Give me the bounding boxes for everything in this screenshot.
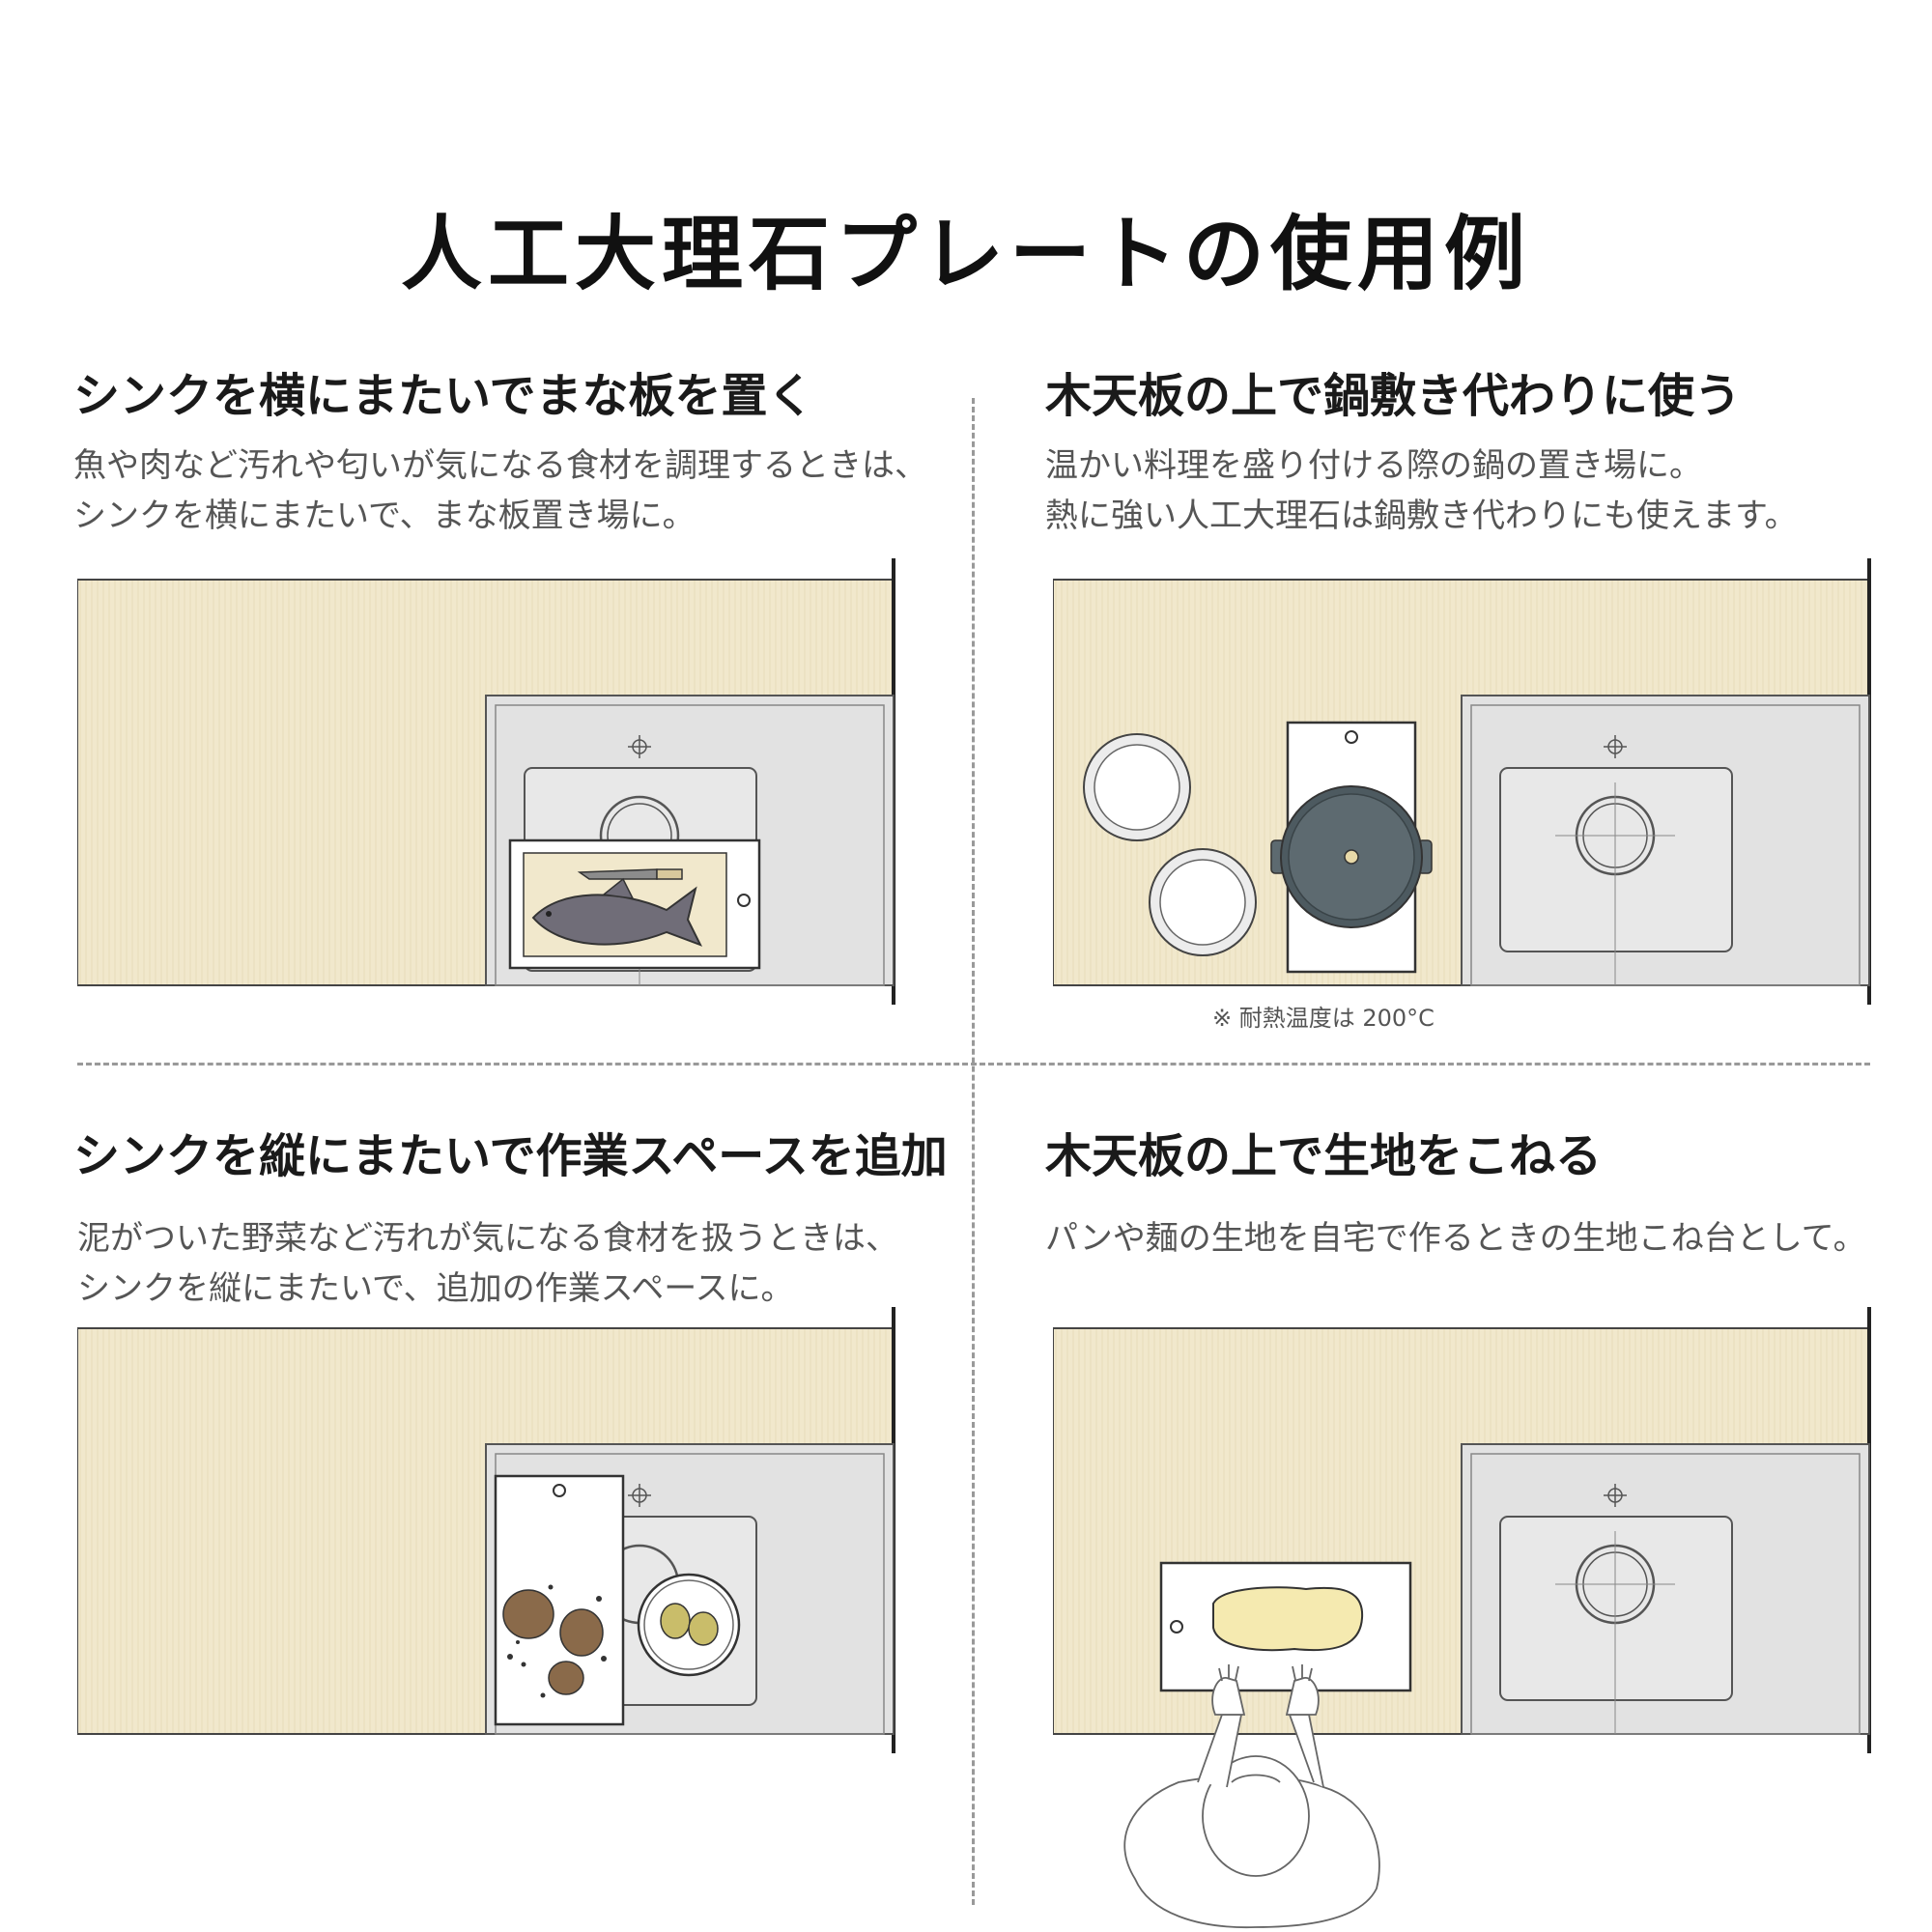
scene-pot-on-wood	[1053, 558, 1871, 1005]
vertical-divider	[972, 398, 975, 1905]
panel-3-heading: シンクを縦にまたいで作業スペースを追加	[73, 1129, 948, 1183]
panel-3-desc-line-2: シンクを縦にまたいで、追加の作業スペースに。	[77, 1269, 794, 1308]
faucet-crosshair-icon	[1604, 735, 1627, 758]
panel-1-desc-line-2: シンクを横にまたいで、まな板置き場に。	[73, 497, 696, 535]
panel-3-desc: 泥がついた野菜など汚れが気になる食材を扱うときは、 シンクを縦にまたいで、追加の…	[77, 1213, 898, 1314]
panel-1-desc-line-1: 魚や肉など汚れや匂いが気になる食材を調理するときは、	[73, 446, 927, 485]
person-kneading-icon	[1123, 1664, 1380, 1929]
panel-3-desc-line-1: 泥がついた野菜など汚れが気になる食材を扱うときは、	[77, 1219, 898, 1258]
horizontal-divider	[77, 1063, 1870, 1065]
heat-resistance-note: ※ 耐熱温度は 200°C	[1212, 1005, 1435, 1032]
panel-4-heading: 木天板の上で生地をこねる	[1045, 1129, 1603, 1183]
panel-2-heading: 木天板の上で鍋敷き代わりに使う	[1045, 369, 1742, 423]
panel-2-desc-line-2: 熱に強い人工大理石は鍋敷き代わりにも使えます。	[1045, 497, 1798, 535]
panel-2-desc: 温かい料理を盛り付ける際の鍋の置き場に。 熱に強い人工大理石は鍋敷き代わりにも使…	[1045, 440, 1798, 541]
faucet-crosshair-icon	[628, 735, 651, 758]
dough-icon	[1212, 1586, 1364, 1652]
sink	[1461, 1443, 1870, 1735]
fish-icon	[531, 877, 703, 947]
sink	[1461, 695, 1870, 986]
scene-kneading-dough	[1053, 1307, 1871, 1929]
plate-icon	[1083, 733, 1191, 841]
plate-icon	[1149, 848, 1257, 956]
panel-1-heading: シンクを横にまたいでまな板を置く	[73, 369, 814, 423]
panel-4-desc: パンや麺の生地を自宅で作るときの生地こね台として。	[1045, 1213, 1866, 1264]
panel-1-desc: 魚や肉など汚れや匂いが気になる食材を調理するときは、 シンクを横にまたいで、まな…	[73, 440, 927, 541]
pot-icon	[1270, 785, 1433, 928]
panel-4-desc-line-1: パンや麺の生地を自宅で作るときの生地こね台として。	[1045, 1219, 1866, 1258]
bowl-icon	[637, 1573, 741, 1677]
potato-icon	[502, 1584, 607, 1698]
scene-vertical-work-space	[77, 1307, 895, 1753]
scene-horizontal-cutting-board	[77, 558, 895, 1005]
faucet-crosshair-icon	[628, 1484, 651, 1507]
page-title: 人工大理石プレートの使用例	[400, 207, 1531, 301]
faucet-crosshair-icon	[1604, 1484, 1627, 1507]
knife-icon	[577, 868, 683, 880]
panel-2-desc-line-1: 温かい料理を盛り付ける際の鍋の置き場に。	[1045, 446, 1702, 485]
